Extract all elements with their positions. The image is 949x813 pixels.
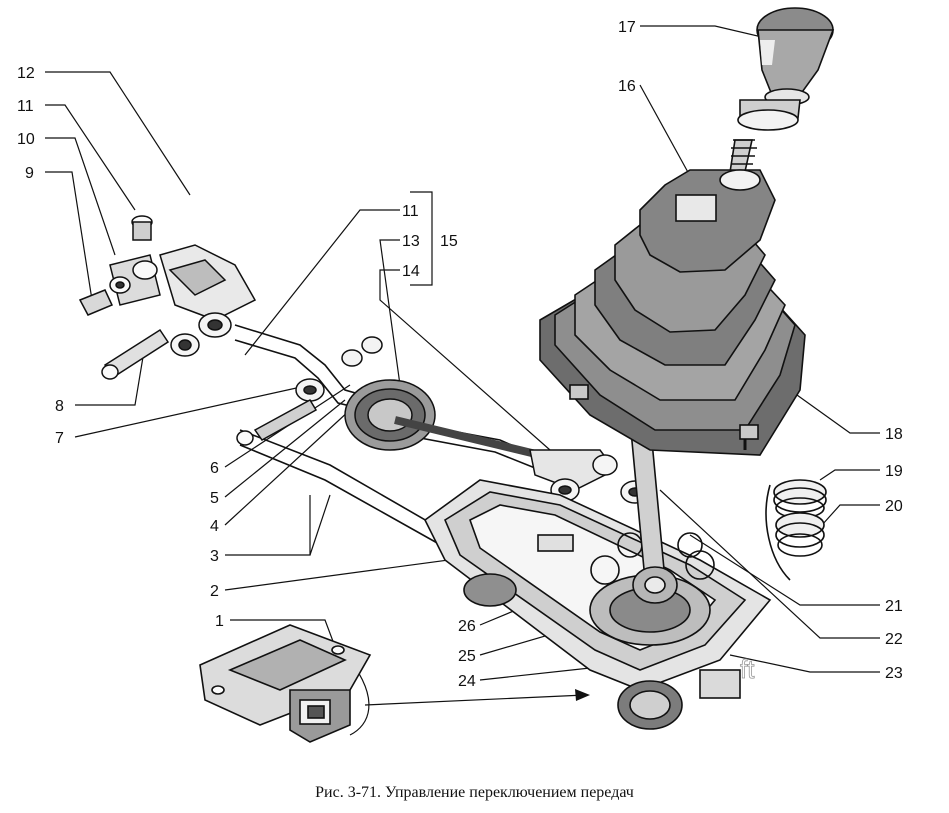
watermark-text: ft (740, 654, 755, 684)
callout-label: 22 (885, 631, 903, 648)
springs (765, 479, 827, 581)
bracket-assembly (78, 215, 257, 380)
callout-label: 4 (210, 518, 219, 535)
callout-numbers: 11 11 10 9 8 7 6 5 4 3 2 1 12 11 13 14 1… (17, 19, 903, 690)
bushings (236, 336, 541, 459)
callout-label: 16 (618, 78, 636, 95)
zoom-arrow-head (575, 689, 590, 701)
callout-label: 8 (55, 398, 64, 415)
gear-knob (737, 7, 835, 131)
callout-label: 23 (885, 665, 903, 682)
gear-lever (629, 139, 757, 604)
callout-label: 2 (210, 583, 219, 600)
callout-label: 10 (17, 131, 35, 148)
callout-label: 18 (885, 426, 903, 443)
group-label: 15 (440, 233, 458, 250)
callout-label: 1 (215, 613, 224, 630)
callout-label: 20 (885, 498, 903, 515)
callout-label: 3 (210, 548, 219, 565)
inset-bracket (199, 624, 372, 743)
callout-label: 25 (458, 648, 476, 665)
callout-label: 7 (55, 430, 64, 447)
callout-label: 21 (885, 598, 903, 615)
callout-label: 5 (210, 490, 219, 507)
callout-label: 19 (885, 463, 903, 480)
callout-label: 26 (458, 618, 476, 635)
callout-label: 24 (458, 673, 476, 690)
callout-label: 11 (402, 203, 419, 220)
rubber-boot (539, 169, 806, 456)
figure-caption: Рис. 3-71. Управление переключением пере… (315, 784, 634, 801)
callout-label: 9 (25, 165, 34, 182)
callout-label: 12 (17, 65, 35, 82)
base-housing (423, 479, 772, 730)
callout-label: 17 (618, 19, 636, 36)
callout-label: 13 (402, 233, 420, 250)
callout-label: 11 (17, 98, 34, 115)
callout-label: 14 (402, 263, 420, 280)
callout-label: 6 (210, 460, 219, 477)
